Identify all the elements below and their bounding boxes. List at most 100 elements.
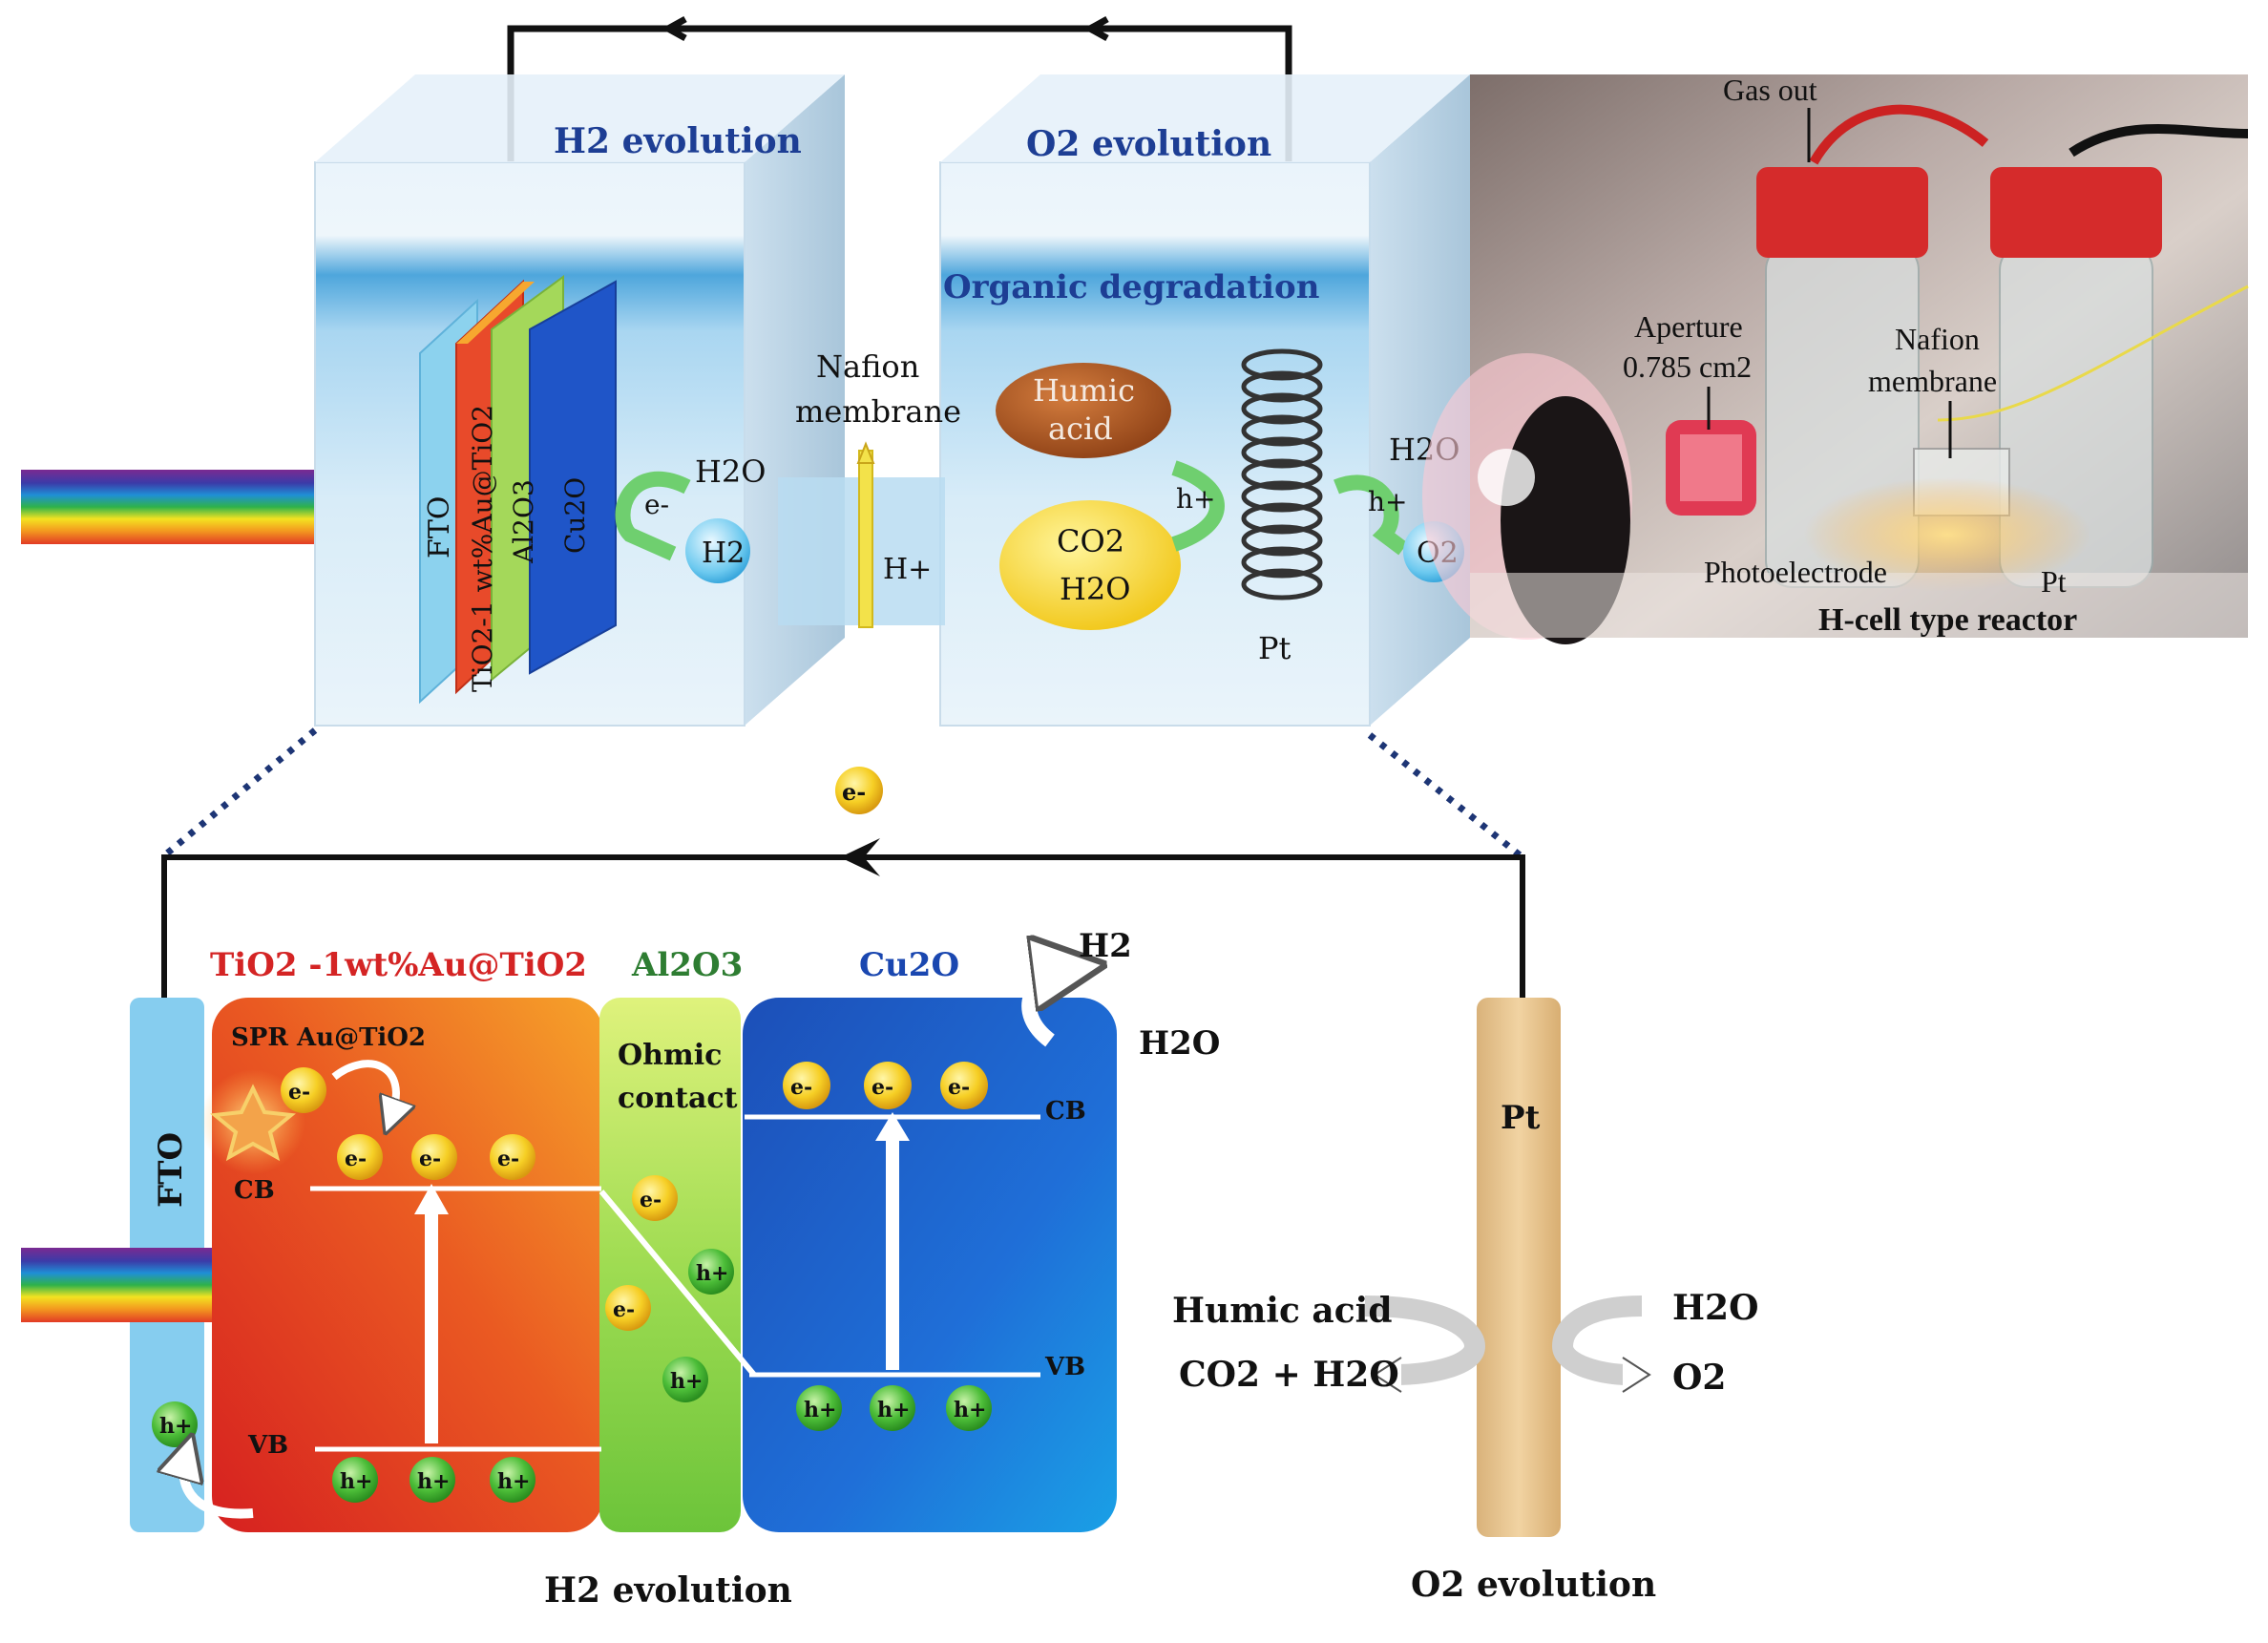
svg-text:h+: h+ [696,1261,728,1286]
electron: e- [632,1175,678,1221]
pt-top-label: Pt [1258,630,1292,666]
photo-nafion-label-1: Nafion [1895,322,1980,356]
h2o-left-label: H2O [695,453,766,490]
photo-photoelectrode-label: Photoelectrode [1704,555,1887,589]
co2-h2o-label: CO2 + H2O [1179,1355,1399,1395]
ohmic-label-2: contact [618,1082,738,1115]
o2-evolution-title: O2 evolution [1026,124,1271,164]
water-oxidation-arrow [1551,1295,1643,1385]
photo-aperture-label: Aperture [1634,309,1743,344]
interface-transfer-line [598,1190,757,1377]
layer-cu2o-label: Cu2O [559,477,591,554]
h2-evolution-title: H2 evolution [554,121,802,161]
organic-reaction-arrow [1171,460,1225,552]
electron: e- [940,1062,988,1109]
svg-text:h+: h+ [954,1398,986,1422]
nafion-label-line2: membrane [795,393,961,430]
top-wire-arrow-1 [661,15,687,42]
o2-right-bottom-label: O2 [1672,1358,1726,1398]
spr-label: SPR Au@TiO2 [231,1023,426,1052]
svg-text:e-: e- [872,1075,893,1100]
h2-bubble-label: H2 [702,537,745,570]
h-plus-mid-label: h+ [1176,483,1216,515]
humic-oxidation-head [1373,1357,1402,1393]
al2o3-block-title: Al2O3 [631,946,743,984]
svg-text:h+: h+ [417,1469,450,1494]
cu2o-layer [529,280,617,675]
hole: h+ [946,1385,992,1431]
cu2o-block-title: Cu2O [859,946,959,984]
photo-aperture-value: 0.785 cm2 [1623,349,1752,384]
svg-text:e-: e- [613,1297,635,1322]
photo-caption: H-cell type reactor [1818,602,2077,638]
h2-release-arrow [1021,969,1069,1047]
svg-text:e-: e- [345,1147,367,1171]
hole: h+ [152,1401,198,1447]
hole: h+ [688,1249,734,1295]
hole: h+ [870,1385,915,1431]
humic-label-1: Humic [1033,372,1135,409]
layer-tio2-label: TiO2-1 wt%Au@TiO2 [467,405,498,692]
tio2-block [212,998,603,1532]
svg-text:e-: e- [640,1188,662,1212]
svg-text:h+: h+ [497,1469,530,1494]
hole: h+ [410,1457,455,1503]
svg-text:h+: h+ [159,1414,192,1439]
svg-text:h+: h+ [804,1398,836,1422]
photo-gas-out-label: Gas out [1723,73,1817,107]
humic-acid-blob [996,363,1171,458]
svg-text:e-: e- [790,1075,812,1100]
h-plus-right-label: h+ [1368,486,1408,517]
tio2-cb-label: CB [234,1176,275,1205]
electron: e- [490,1134,536,1180]
bottom-h2-evolution-caption: H2 evolution [544,1570,792,1611]
ohmic-label-1: Ohmic [618,1039,722,1072]
al2o3-block [599,998,741,1532]
electron: e- [605,1285,651,1331]
carriers-layer: e- e- e- e- e- e- e- e- e- h+ h+ h+ h+ h… [152,1062,1541,1503]
o2-chamber [939,74,1470,727]
bottom-o2-evolution-caption: O2 evolution [1411,1565,1656,1605]
h2o-right-bottom-label: H2O [1672,1288,1758,1328]
humic-acid-label: Humic acid [1172,1291,1393,1331]
e-left-label: e- [644,489,669,520]
cu2o-cb-label: CB [1045,1097,1086,1126]
hole: h+ [796,1385,842,1431]
svg-text:e-: e- [497,1147,519,1171]
h2-out-label: H2 [1079,927,1132,965]
top-wire-arrow-2 [1082,15,1109,42]
svg-text:h+: h+ [877,1398,910,1422]
bottom-fto-label: FTO [152,1132,190,1208]
electron-top [835,767,883,814]
svg-text:e-: e- [288,1080,310,1105]
hole: h+ [332,1457,378,1503]
o2-reaction-arrow [1334,474,1408,556]
svg-text:h+: h+ [670,1369,703,1394]
photo-pt-label: Pt [2041,564,2067,599]
h-plus-membrane-label: H+ [883,553,932,586]
organic-degradation-label: Organic degradation [943,268,1319,306]
electron: e- [337,1134,383,1180]
photo-nafion-label-2: membrane [1868,364,1997,398]
layer-al2o3-label: Al2O3 [508,479,539,564]
electron: e- [783,1062,830,1109]
electron: e- [411,1134,457,1180]
nafion-membrane-strip [858,450,873,628]
tio2-block-title: TiO2 -1wt%Au@TiO2 [210,946,587,984]
zoom-line-left [159,727,318,860]
tio2-vb-label: VB [247,1431,288,1460]
fto-hole-return-arrow [184,1456,254,1519]
svg-text:h+: h+ [340,1469,372,1494]
co2-label: CO2 [1057,523,1124,559]
light-beam-bottom [21,1248,212,1322]
nafion-label-line1: Nafion [816,348,919,385]
hole: h+ [490,1457,536,1503]
humic-label-2: acid [1048,411,1113,447]
bottom-wire-arrow [840,838,880,876]
svg-text:e-: e- [948,1075,970,1100]
h2o-in-label: H2O [1139,1024,1220,1063]
spr-transfer-arrow [331,1060,396,1117]
spr-star-icon [210,1084,296,1162]
svg-text:e-: e- [419,1147,441,1171]
